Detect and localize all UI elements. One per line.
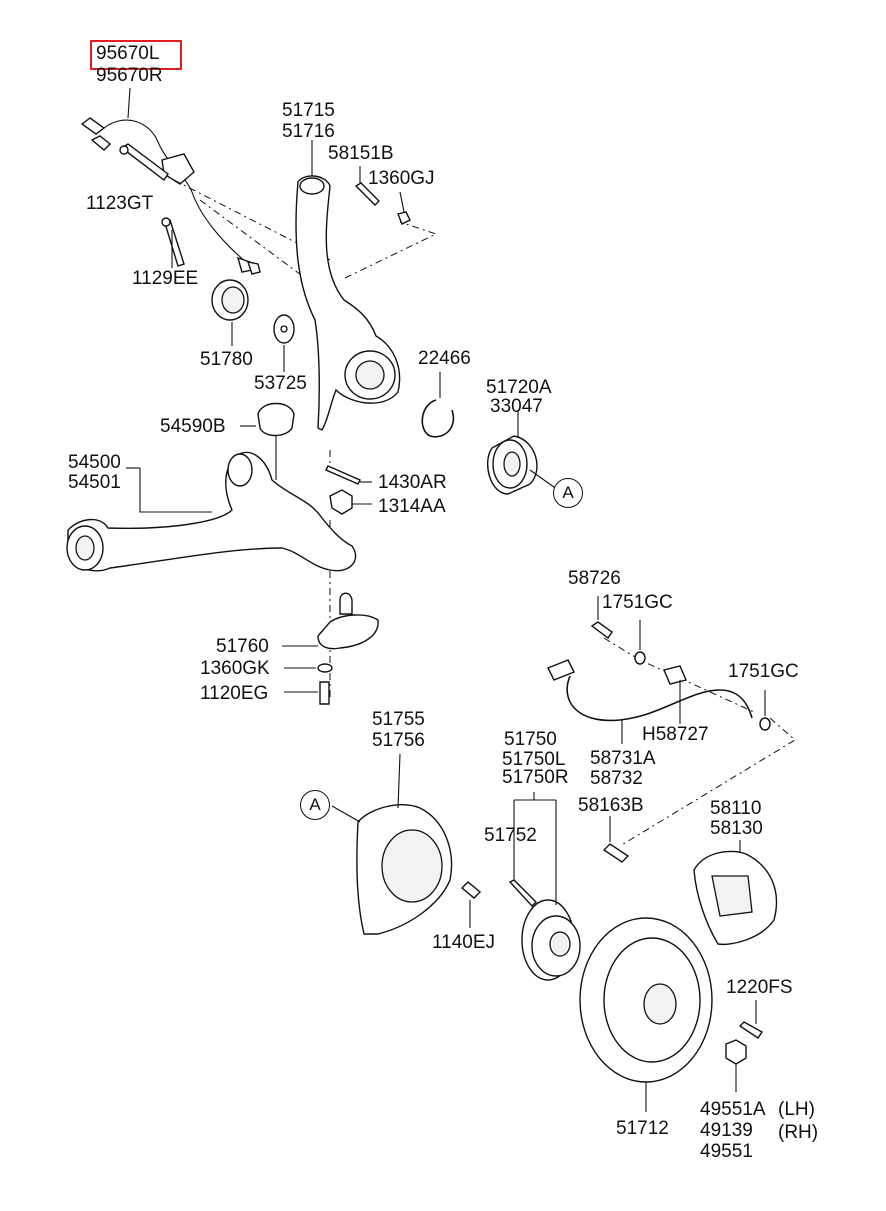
label-58163b[interactable]: 58163B (578, 795, 644, 816)
label-22466[interactable]: 22466 (418, 348, 471, 369)
label-58732[interactable]: 58732 (590, 768, 643, 789)
label-33047[interactable]: 33047 (490, 396, 543, 417)
bolt-1123gt-icon (119, 143, 169, 182)
label-1314aa[interactable]: 1314AA (378, 496, 446, 517)
label-53725[interactable]: 53725 (254, 373, 307, 394)
highlight-box (90, 40, 182, 70)
label-49551a[interactable]: 49551A (700, 1099, 766, 1120)
knuckle-icon (295, 140, 401, 431)
label-49139[interactable]: 49139 (700, 1120, 753, 1141)
label-54500[interactable]: 54500 (68, 452, 121, 473)
label-1123gt[interactable]: 1123GT (86, 193, 154, 214)
label-51752[interactable]: 51752 (484, 825, 537, 846)
label-58726[interactable]: 58726 (568, 568, 621, 589)
label-1220fs[interactable]: 1220FS (726, 977, 793, 998)
label-51716[interactable]: 51716 (282, 121, 335, 142)
bolt-1129ee-icon (161, 217, 185, 268)
label-51720a[interactable]: 51720A (486, 377, 552, 398)
label-58110[interactable]: 58110 (710, 798, 762, 819)
abs-sensor-icon (80, 87, 261, 275)
bushing-54590b-icon (240, 402, 295, 480)
label-1751gc-upper[interactable]: 1751GC (602, 592, 673, 613)
label-h58727[interactable]: H58727 (642, 724, 709, 745)
label-51715[interactable]: 51715 (282, 100, 335, 121)
label-51750r[interactable]: 51750R (502, 767, 569, 788)
label-1120eg[interactable]: 1120EG (200, 683, 269, 704)
label-51712[interactable]: 51712 (616, 1118, 669, 1139)
label-51750[interactable]: 51750 (504, 729, 557, 750)
bearing-51720a-icon (487, 410, 559, 495)
callout-a-upper[interactable]: A (553, 478, 583, 508)
label-1360gj[interactable]: 1360GJ (368, 168, 435, 189)
label-rh: (RH) (778, 1122, 819, 1143)
callout-a-lower[interactable]: A (300, 790, 330, 820)
label-58151b[interactable]: 58151B (328, 143, 394, 164)
label-1360gk[interactable]: 1360GK (200, 658, 270, 679)
label-49551[interactable]: 49551 (700, 1141, 753, 1162)
label-51750l[interactable]: 51750L (502, 749, 566, 770)
ball-joint-51760-icon (282, 592, 379, 650)
lower-arm-icon (66, 451, 357, 572)
caliper-icon (693, 840, 778, 946)
label-95670r[interactable]: 95670R (96, 65, 163, 86)
label-58731a[interactable]: 58731A (590, 748, 656, 769)
label-1430ar[interactable]: 1430AR (378, 472, 447, 493)
dust-cover-icon (331, 753, 453, 935)
label-1129ee[interactable]: 1129EE (132, 268, 199, 289)
label-95670l[interactable]: 95670L (96, 43, 160, 64)
hub-icon (508, 792, 581, 981)
label-54590b[interactable]: 54590B (160, 416, 226, 437)
label-1140ej[interactable]: 1140EJ (432, 932, 496, 953)
label-54501[interactable]: 54501 (68, 472, 121, 493)
label-51760[interactable]: 51760 (216, 636, 269, 657)
brake-hose-icon (547, 659, 753, 744)
label-lh: (LH) (778, 1099, 815, 1120)
label-51755[interactable]: 51755 (372, 709, 425, 730)
label-58130[interactable]: 58130 (710, 818, 763, 839)
label-51780[interactable]: 51780 (200, 349, 253, 370)
brake-disc-icon (579, 917, 713, 1112)
label-51756[interactable]: 51756 (372, 730, 425, 751)
label-1751gc-right[interactable]: 1751GC (728, 661, 799, 682)
